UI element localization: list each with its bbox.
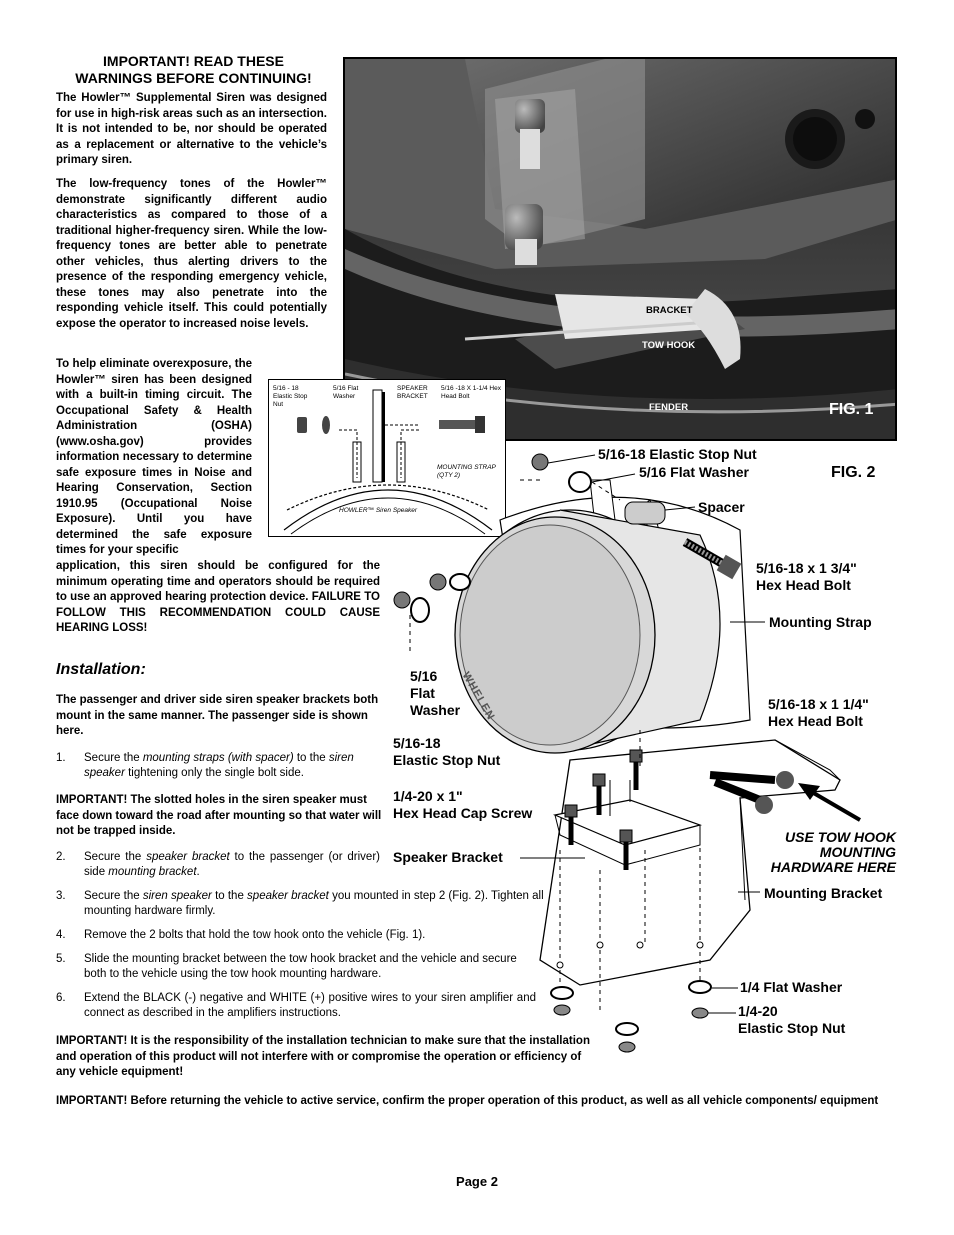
fig2-label-washer-left-line1: 5/16 [410,668,438,684]
warning-heading: IMPORTANT! READ THESE WARNINGS BEFORE CO… [56,53,331,87]
warning-paragraph-2: The low-frequency tones of the Howler™ d… [56,178,327,330]
fig2-label-strap: Mounting Strap [769,614,872,630]
step-6-text: Extend the BLACK (-) negative and WHITE … [84,992,536,1019]
fig1-photo: BRACKET TOW HOOK FENDER FIG. 1 [343,57,897,441]
step-1-number: 1. [56,752,66,764]
fig2-label-bolt-short-line2: Hex Head Bolt [768,713,863,729]
page-number: Page 2 [456,1174,498,1189]
fig2-label-flat-washer: 1/4 Flat Washer [740,979,843,995]
fig2-label-washer-left-line2: Flat [410,685,435,701]
step-6: 6. Extend the BLACK (-) negative and WHI… [56,991,546,1023]
fig2-label-cap-screw: 1/4-20 x 1" Hex Head Cap Screw [393,788,532,822]
step-2-number: 2. [56,851,66,863]
fig2-exploded-diagram [393,453,862,1053]
inset-strap-label: MOUNTING STRAP (QTY 2) [437,464,496,479]
inset-speaker-label: HOWLER™ Siren Speaker [339,507,418,514]
installation-title: Installation: [56,661,146,678]
fig1-photo-art [345,59,895,439]
fig2-label-washer-left-line3: Washer [410,702,461,718]
warning-heading-line2: WARNINGS BEFORE CONTINUING! [75,70,312,86]
step-1-text: Secure the mounting straps (with spacer)… [84,752,354,779]
fig1-tow-hook-label: TOW HOOK [642,340,696,351]
fig2-label-bolt-long-line1: 5/16-18 x 1 3/4" [756,560,857,576]
warning-paragraph-1: The Howler™ Supplemental Siren was desig… [56,92,327,166]
step-4-text: Remove the 2 bolts that hold the tow hoo… [84,929,426,941]
warning-paragraph-3b: application, this siren should be config… [56,560,380,634]
inset-speaker-bracket-label: SPEAKER BRACKET [397,385,428,400]
fig2-label-stop-nut: 1/4-20 Elastic Stop Nut [738,1003,845,1037]
inset-diagram: 5/16 - 18 Elastic Stop Nut 5/16 Flat Was… [268,379,506,537]
installation-intro: The passenger and driver side siren spea… [56,694,379,737]
warning-paragraph-3a: To help eliminate overexposure, the Howl… [56,358,252,556]
fig2-label-washer-left: 5/16 Flat Washer [410,668,460,719]
fig2-label-tow-hook-line3: HARDWARE HERE [770,859,896,875]
step-5: 5. Slide the mounting bracket between th… [56,952,546,984]
important-slotted-holes: IMPORTANT! The slotted holes in the sire… [56,794,382,837]
step-1: 1. Secure the mounting straps (with spac… [56,751,386,783]
fig2-label-nut-top: 5/16-18 Elastic Stop Nut [598,446,757,462]
fig2-label-washer-top: 5/16 Flat Washer [639,464,749,480]
fig2-label-cap-screw-line1: 1/4-20 x 1" [393,788,463,804]
step-2: 2. Secure the speaker bracket to the pas… [56,850,386,882]
important-responsibility: IMPORTANT! It is the responsibility of t… [56,1035,590,1078]
fig1-fender-label: FENDER [649,402,689,413]
step-4-number: 4. [56,929,66,941]
fig2-label-nut-left: 5/16-18 Elastic Stop Nut [393,735,500,769]
fig2-label-bolt-short: 5/16-18 x 1 1/4" Hex Head Bolt [768,696,869,730]
fig2-label-bolt-short-line1: 5/16-18 x 1 1/4" [768,696,869,712]
step-6-number: 6. [56,992,66,1004]
fig2-label-spacer: Spacer [698,499,745,515]
warning-heading-line1: IMPORTANT! READ THESE [103,53,284,69]
inset-nut-label: 5/16 - 18 Elastic Stop Nut [273,385,308,408]
fig2-label-tow-hook: USE TOW HOOK MOUNTING HARDWARE HERE [740,830,896,875]
fig2-label-mounting-bracket: Mounting Bracket [764,885,883,901]
fig2-label-tow-hook-line1: USE TOW HOOK [785,829,896,845]
fig1-title: FIG. 1 [829,401,874,418]
step-4: 4. Remove the 2 bolts that hold the tow … [56,928,546,944]
step-3-number: 3. [56,890,66,902]
fig1-bracket-label: BRACKET [646,305,693,316]
important-before-returning: IMPORTANT! Before returning the vehicle … [56,1095,879,1107]
fig2-label-stop-nut-line1: 1/4-20 [738,1003,778,1019]
inset-bolt-label: 5/16 -18 X 1-1/4 Hex Head Bolt [441,385,501,400]
fig2-label-nut-left-line2: Elastic Stop Nut [393,752,501,768]
fig2-title: FIG. 2 [831,464,876,481]
fig2-label-bolt-long-line2: Hex Head Bolt [756,577,851,593]
step-5-text: Slide the mounting bracket between the t… [84,953,517,980]
inset-diagram-art [283,389,493,535]
step-3: 3. Secure the siren speaker to the speak… [56,889,546,921]
step-2-text: Secure the speaker bracket to the passen… [84,851,380,878]
inset-washer-label: 5/16 Flat Washer [333,385,359,400]
fig2-label-cap-screw-line2: Hex Head Cap Screw [393,805,533,821]
fig2-label-tow-hook-line2: MOUNTING [819,844,896,860]
fig2-label-bolt-long: 5/16-18 x 1 3/4" Hex Head Bolt [756,560,857,594]
fig2-label-nut-left-line1: 5/16-18 [393,735,441,751]
step-3-text: Secure the siren speaker to the speaker … [84,890,544,917]
fig2-label-speaker-bracket: Speaker Bracket [393,849,503,865]
step-5-number: 5. [56,953,66,965]
fig2-label-stop-nut-line2: Elastic Stop Nut [738,1020,846,1036]
